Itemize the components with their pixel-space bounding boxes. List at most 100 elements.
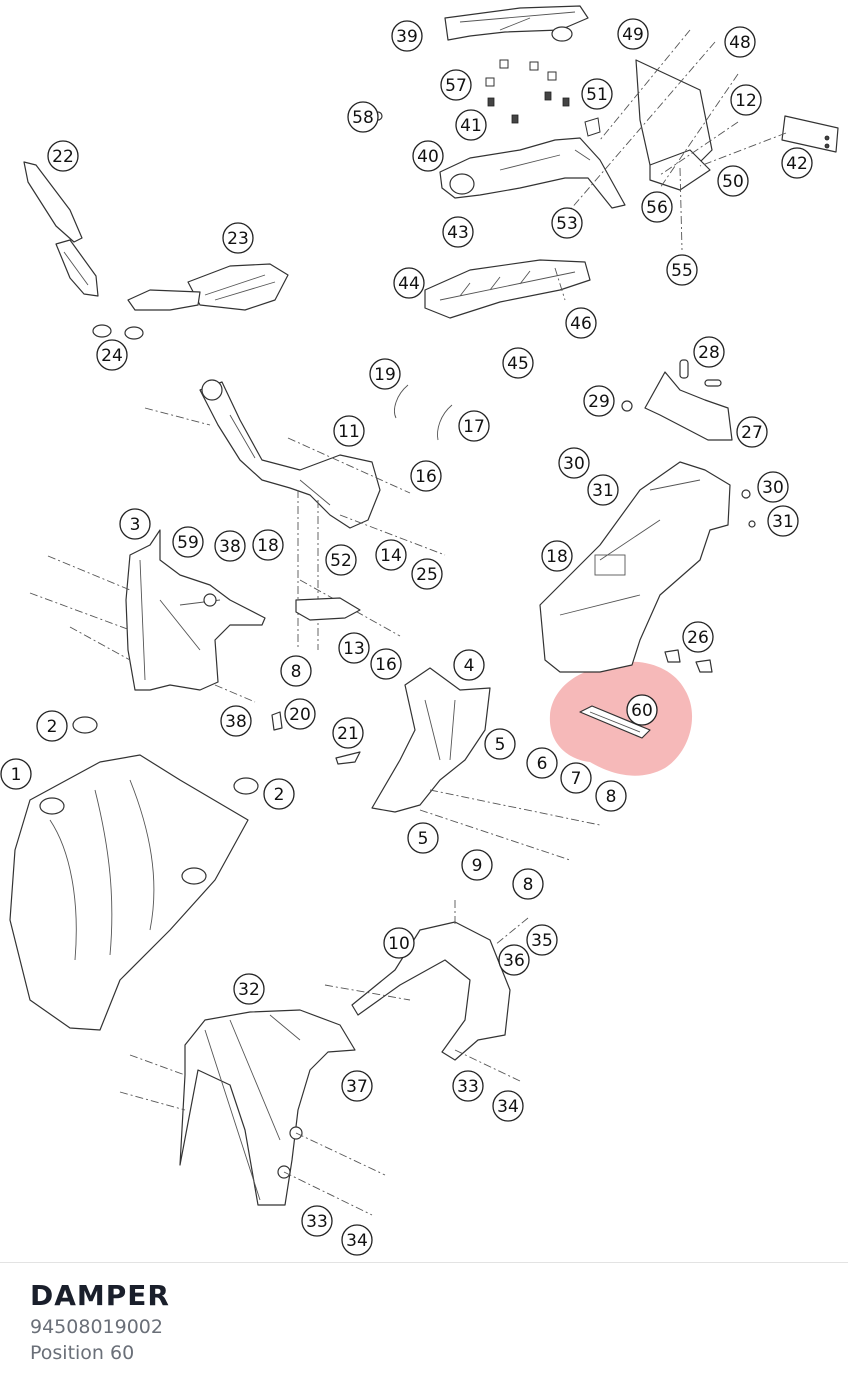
callout-49[interactable]: 49 [617,18,649,50]
tail-seat-cowl[interactable] [444,5,589,42]
callout-53[interactable]: 53 [551,207,583,239]
callout-circle [492,1090,524,1122]
callout-30[interactable]: 30 [558,447,590,479]
callout-52[interactable]: 52 [325,544,357,576]
washers[interactable] [92,324,144,340]
callout-46[interactable]: 46 [565,307,597,339]
callout-37[interactable]: 37 [341,1070,373,1102]
grommets[interactable] [72,716,259,795]
callout-25[interactable]: 25 [411,558,443,590]
callout-39[interactable]: 39 [391,20,423,52]
callout-circle [484,728,516,760]
callout-21[interactable]: 21 [332,717,364,749]
callout-34[interactable]: 34 [492,1090,524,1122]
callout-44[interactable]: 44 [393,267,425,299]
callout-5[interactable]: 5 [407,822,439,854]
callout-2[interactable]: 2 [263,778,295,810]
hoses[interactable] [394,384,453,441]
callout-10[interactable]: 10 [383,927,415,959]
callout-1[interactable]: 1 [0,758,32,790]
callout-31[interactable]: 31 [587,474,619,506]
fender-bracket[interactable] [324,900,529,1083]
callout-32[interactable]: 32 [233,973,265,1005]
callout-9[interactable]: 9 [461,849,493,881]
callout-18[interactable]: 18 [541,540,573,572]
callout-50[interactable]: 50 [717,165,749,197]
callout-3[interactable]: 3 [119,508,151,540]
rear-subframe-bracket[interactable] [439,137,626,209]
callout-56[interactable]: 56 [641,191,673,223]
callout-59[interactable]: 59 [172,526,204,558]
hand-guard[interactable] [127,263,289,311]
headlight-mask[interactable] [9,754,249,1031]
callout-55[interactable]: 55 [666,254,698,286]
nuts-and-clips[interactable] [664,489,756,673]
callout-38[interactable]: 38 [214,530,246,562]
reflector-bracket[interactable] [781,115,839,153]
callout-23[interactable]: 23 [222,222,254,254]
callout-16[interactable]: 16 [370,648,402,680]
callout-6[interactable]: 6 [526,747,558,779]
callout-51[interactable]: 51 [581,78,613,110]
callout-26[interactable]: 26 [682,621,714,653]
callout-13[interactable]: 13 [338,632,370,664]
callout-label: 26 [687,628,709,648]
callout-43[interactable]: 43 [442,216,474,248]
callout-22[interactable]: 22 [47,140,79,172]
callout-label: 23 [227,229,249,249]
callout-24[interactable]: 24 [96,339,128,371]
callout-circle [682,621,714,653]
callout-57[interactable]: 57 [440,69,472,101]
callout-16[interactable]: 16 [410,460,442,492]
callout-33[interactable]: 33 [301,1205,333,1237]
callout-5[interactable]: 5 [484,728,516,760]
callout-29[interactable]: 29 [583,385,615,417]
side-fairing[interactable] [371,667,601,861]
callout-11[interactable]: 11 [333,415,365,447]
callout-35[interactable]: 35 [526,924,558,956]
callout-31[interactable]: 31 [767,505,799,537]
callout-2[interactable]: 2 [36,710,68,742]
callout-8[interactable]: 8 [512,868,544,900]
damper-part-60[interactable] [579,705,651,739]
callout-40[interactable]: 40 [412,140,444,172]
callout-48[interactable]: 48 [724,26,756,58]
mirror[interactable] [23,161,99,297]
seat-lock-bracket[interactable] [621,359,733,441]
headlight-bracket[interactable] [144,379,446,650]
callout-45[interactable]: 45 [502,347,534,379]
callout-60[interactable]: 60 [626,694,658,726]
callout-36[interactable]: 36 [498,944,530,976]
callout-7[interactable]: 7 [560,762,592,794]
callout-circle [233,973,265,1005]
license-plate-holder[interactable] [635,59,713,191]
callout-30[interactable]: 30 [757,471,789,503]
callout-circle [370,648,402,680]
callout-12[interactable]: 12 [730,84,762,116]
small-clips[interactable] [271,711,361,765]
rear-mudguard-inner[interactable] [424,259,591,319]
callout-18[interactable]: 18 [252,529,284,561]
callout-34[interactable]: 34 [341,1224,373,1256]
callout-41[interactable]: 41 [455,109,487,141]
callout-label: 52 [330,551,352,571]
callout-8[interactable]: 8 [280,655,312,687]
callout-38[interactable]: 38 [220,705,252,737]
callout-27[interactable]: 27 [736,416,768,448]
front-fender[interactable] [119,1009,386,1216]
callout-8[interactable]: 8 [595,780,627,812]
callout-33[interactable]: 33 [452,1070,484,1102]
cable-holder[interactable] [295,597,361,621]
callout-14[interactable]: 14 [375,539,407,571]
callout-label: 11 [338,422,360,442]
callout-17[interactable]: 17 [458,410,490,442]
callout-28[interactable]: 28 [693,336,725,368]
rear-undertray[interactable] [539,461,731,673]
callout-19[interactable]: 19 [369,358,401,390]
callout-42[interactable]: 42 [781,147,813,179]
instrument-bracket[interactable] [125,529,266,691]
callout-4[interactable]: 4 [453,649,485,681]
callout-20[interactable]: 20 [284,698,316,730]
callout-58[interactable]: 58 [347,101,379,133]
callout-circle [369,358,401,390]
